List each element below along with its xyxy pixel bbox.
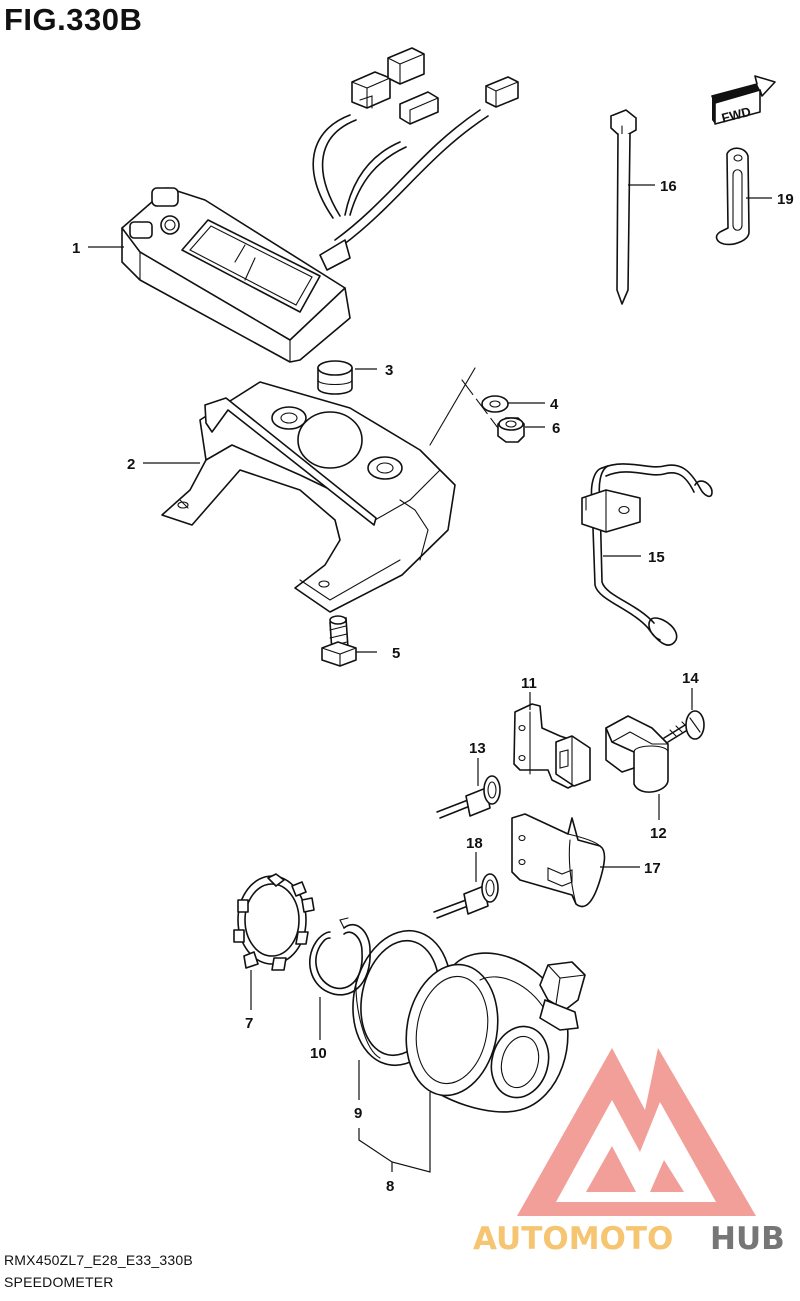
part-15-wire-bracket bbox=[581, 463, 713, 646]
callout-18: 18 bbox=[466, 835, 483, 852]
callout-8: 8 bbox=[386, 1178, 394, 1195]
callout-2: 2 bbox=[127, 456, 135, 473]
leader-lines bbox=[88, 184, 772, 1173]
callout-12: 12 bbox=[650, 825, 667, 842]
connector-block-b bbox=[399, 91, 439, 125]
callout-11: 11 bbox=[521, 675, 537, 692]
callout-5: 5 bbox=[392, 645, 400, 662]
part-16-cable-tie bbox=[610, 109, 637, 305]
connector-block-c bbox=[485, 76, 519, 108]
part-10-circlip bbox=[308, 917, 371, 996]
fwd-label: FWD bbox=[720, 104, 752, 126]
callout-10: 10 bbox=[310, 1045, 327, 1062]
callout-1: 1 bbox=[72, 240, 80, 257]
part-13-rivet bbox=[436, 775, 501, 819]
callout-13: 13 bbox=[469, 740, 486, 757]
figure-title: FIG.330B bbox=[4, 2, 143, 37]
part-1-meter-unit bbox=[121, 47, 519, 363]
callout-labels: 1 2 3 4 5 6 7 8 9 10 11 12 13 14 15 16 1… bbox=[72, 178, 794, 1195]
watermark-brand-automoto: AUTOMOTO bbox=[473, 1221, 673, 1257]
watermark-brand-hub: HUB bbox=[710, 1221, 785, 1257]
watermark-logo: AUTOMOTO HUB bbox=[473, 1048, 785, 1257]
part-7-tabbed-ring bbox=[233, 873, 315, 971]
part-19-clamp bbox=[715, 147, 750, 246]
part-17-bracket bbox=[511, 813, 606, 908]
callout-19: 19 bbox=[777, 191, 794, 208]
callout-4: 4 bbox=[550, 396, 559, 413]
part-18-rivet bbox=[433, 873, 499, 919]
part-4-washer bbox=[481, 395, 509, 413]
model-code: RMX450ZL7_E28_E33_330B bbox=[4, 1252, 193, 1268]
callout-15: 15 bbox=[648, 549, 665, 566]
part-2-meter-bracket bbox=[161, 367, 499, 613]
part-8-sensor-hub bbox=[405, 952, 586, 1113]
callout-9: 9 bbox=[354, 1105, 362, 1122]
part-11-sensor-plate bbox=[513, 703, 591, 789]
callout-17: 17 bbox=[644, 860, 661, 877]
section-name: SPEEDOMETER bbox=[4, 1274, 114, 1290]
part-5-bolt bbox=[321, 615, 357, 667]
part-6-nut bbox=[497, 417, 525, 443]
callout-6: 6 bbox=[552, 420, 560, 437]
part-14-screw bbox=[663, 710, 705, 743]
callout-16: 16 bbox=[660, 178, 677, 195]
fwd-direction-arrow-icon: FWD bbox=[711, 75, 776, 126]
connector-block-a bbox=[351, 47, 425, 109]
callout-7: 7 bbox=[245, 1015, 253, 1032]
callout-3: 3 bbox=[385, 362, 393, 379]
part-3-cushion bbox=[317, 360, 353, 395]
part-12-clip bbox=[605, 715, 669, 793]
callout-14: 14 bbox=[682, 670, 699, 687]
